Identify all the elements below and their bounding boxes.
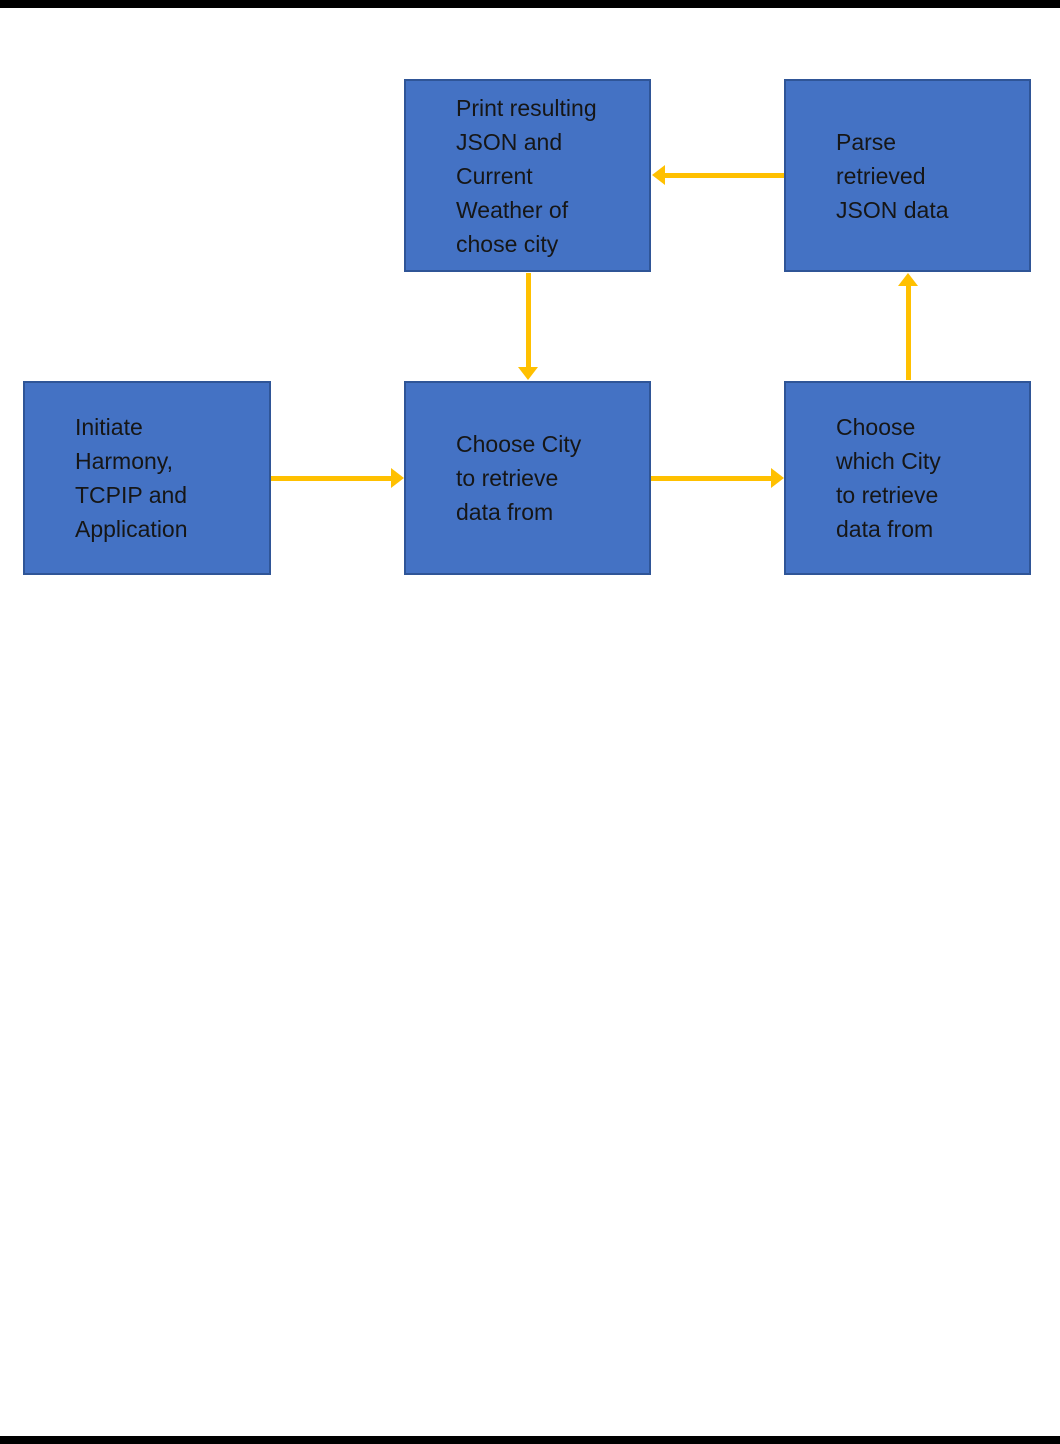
flowchart-box-parse-json: Parse retrieved JSON data bbox=[784, 79, 1031, 272]
flowchart-box-initiate: Initiate Harmony, TCPIP and Application bbox=[23, 381, 271, 575]
flowchart-box-choose-which-city: Choose which City to retrieve data from bbox=[784, 381, 1031, 575]
arrow-right-icon bbox=[771, 468, 784, 488]
flowchart-box-print-result: Print resulting JSON and Current Weather… bbox=[404, 79, 651, 272]
arrow-down-icon bbox=[518, 367, 538, 380]
flowchart-box-choose-city: Choose City to retrieve data from bbox=[404, 381, 651, 575]
page-bottom-border bbox=[0, 1436, 1060, 1444]
flowchart-box-parse-json-label: Parse retrieved JSON data bbox=[836, 128, 949, 223]
arrow-shaft bbox=[271, 476, 392, 481]
arrow-shaft bbox=[906, 285, 911, 380]
arrow-left-icon bbox=[652, 165, 665, 185]
page-top-border bbox=[0, 0, 1060, 8]
flowchart-box-choose-which-city-label: Choose which City to retrieve data from bbox=[836, 414, 941, 542]
arrow-shaft bbox=[664, 173, 784, 178]
flowchart-box-initiate-label: Initiate Harmony, TCPIP and Application bbox=[75, 414, 188, 542]
arrow-shaft bbox=[651, 476, 772, 481]
arrow-right-icon bbox=[391, 468, 404, 488]
flowchart-box-print-result-label: Print resulting JSON and Current Weather… bbox=[456, 94, 597, 257]
flowchart-box-choose-city-label: Choose City to retrieve data from bbox=[456, 431, 582, 525]
arrow-up-icon bbox=[898, 273, 918, 286]
arrow-shaft bbox=[526, 273, 531, 368]
